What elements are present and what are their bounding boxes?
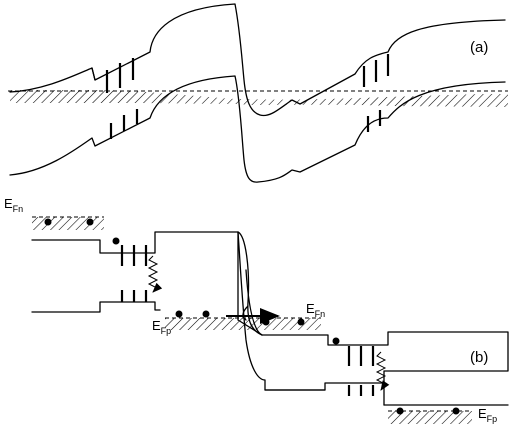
fermi-hatch-middle: [165, 318, 321, 330]
efp-label-bottom: EFp: [478, 406, 497, 424]
qw-levels-a-left: [105, 58, 139, 139]
panel-a-label: (a): [470, 39, 488, 56]
valence-band-b: [31, 301, 161, 313]
fermi-hatch-a: [10, 90, 508, 107]
qw-levels-b-right: [347, 346, 375, 396]
efn-label-top: EFn: [4, 196, 23, 214]
valence-band-b-right: [264, 389, 509, 406]
recombination-arrow-right: [375, 351, 390, 391]
qw-levels-b-left: [120, 245, 148, 302]
fermi-hatch-top-left: [32, 217, 104, 230]
fermi-hatch-bottom-right: [388, 411, 472, 424]
panel-b-label: (b): [470, 349, 488, 366]
panel-a: (a): [8, 3, 508, 183]
carriers: [44, 218, 460, 415]
conduction-band-b: [31, 231, 509, 391]
qw-levels-a-right: [362, 54, 390, 132]
recombination-arrow-left: [147, 255, 163, 293]
conduction-band-a: [9, 3, 506, 117]
panel-b: EFn EFn EFp EFp (b): [4, 196, 509, 424]
efn-label-middle: EFn: [306, 301, 325, 319]
conduction-band-step-a: [91, 67, 96, 81]
valence-band-a: [9, 75, 506, 183]
efp-label-middle: EFp: [152, 318, 171, 336]
